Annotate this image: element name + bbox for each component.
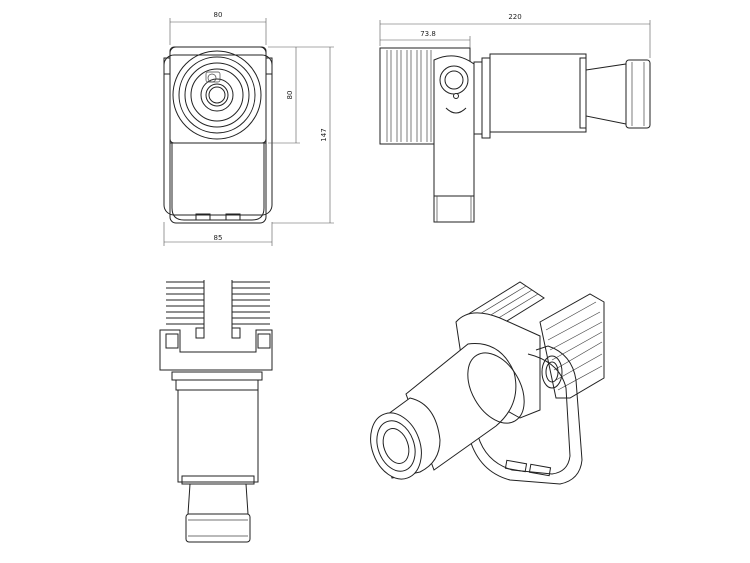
dim-front-height-upper: 80: [286, 91, 294, 100]
dim-side-length-total: 220: [508, 13, 521, 21]
isometric-view: [370, 281, 605, 485]
dim-front-width-bottom: 85: [214, 234, 223, 242]
side-view: [379, 47, 651, 223]
dim-front-height-total: 147: [320, 128, 328, 141]
dim-front-width-top: 80: [214, 11, 223, 19]
top-view: [159, 280, 273, 543]
front-view: [163, 46, 273, 224]
side-dimensions: 220 73.8: [379, 13, 651, 58]
dim-side-length-partial: 73.8: [420, 30, 436, 38]
front-dimensions: 80 85 80 147: [163, 11, 334, 246]
